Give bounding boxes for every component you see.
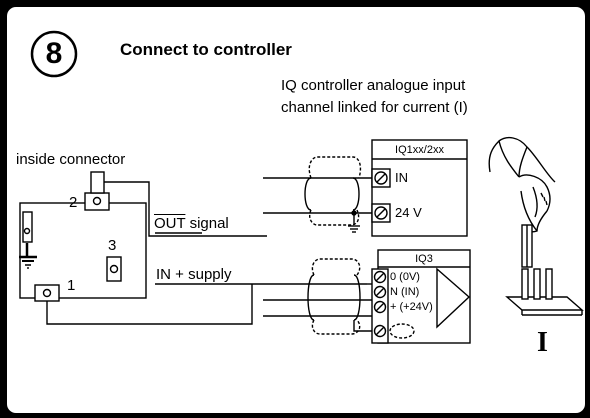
caption-line-1: IQ controller analogue input [281, 77, 466, 94]
step-badge [30, 30, 78, 78]
out-suffix: signal [185, 215, 229, 232]
pin-2-connector [84, 192, 110, 211]
iq1xx-terminal-in: IN [395, 170, 408, 185]
iq3-terminal-24v: + (+24V) [390, 301, 433, 313]
iq3-title: IQ3 [415, 253, 433, 265]
instruction-card: 8 Connect to controller IQ controller an… [6, 6, 586, 414]
pin-3-connector [106, 256, 122, 282]
out-label: OUT [154, 215, 186, 232]
in-label: IN + [156, 266, 184, 283]
iq1xx-box [371, 139, 468, 237]
link-symbol: I [537, 327, 548, 358]
caption-line-2: channel linked for current (I) [281, 99, 468, 116]
wiring-diagram [19, 136, 584, 344]
inside-connector-label: inside connector [16, 151, 126, 168]
pin-2-label: 2 [69, 194, 78, 211]
out-signal-label: OUT signal [154, 215, 229, 232]
iq3-terminal-0v: 0 (0V) [390, 271, 420, 283]
sensor-body [19, 202, 147, 299]
iq1xx-title: IQ1xx/2xx [395, 144, 444, 156]
hand-link-illustration [488, 136, 584, 316]
step-number: 8 [45, 37, 63, 70]
in-supply-label: IN + supply [156, 266, 231, 283]
pin-1-label: 1 [67, 277, 76, 294]
pin-3-label: 3 [108, 237, 117, 254]
iq1xx-terminal-24v: 24 V [395, 205, 422, 220]
step-title: Connect to controller [120, 40, 292, 59]
in-suffix: supply [183, 266, 232, 283]
pin-1-connector [34, 284, 60, 302]
iq3-terminal-n: N (IN) [390, 286, 420, 298]
jumper-left [22, 211, 33, 243]
